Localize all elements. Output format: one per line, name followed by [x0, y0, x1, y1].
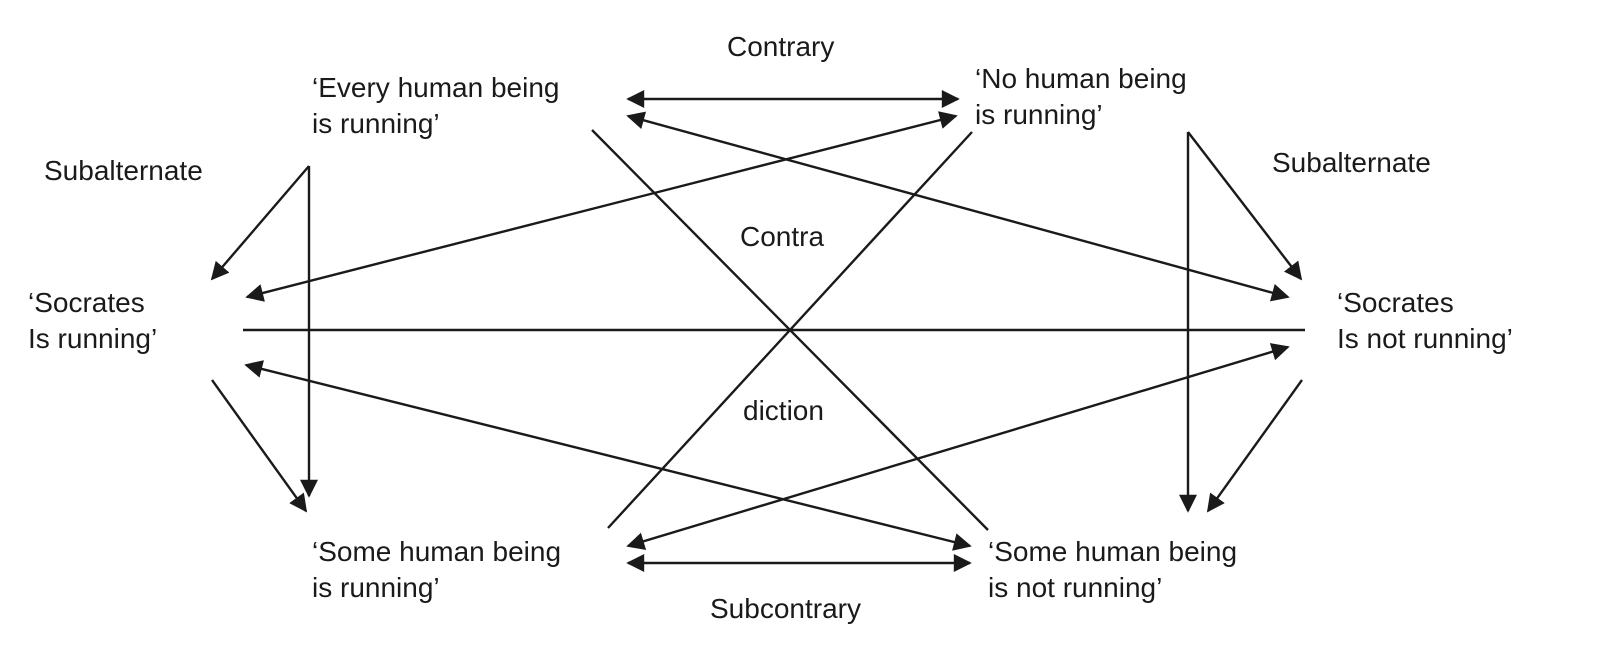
- subalternate-right-lower-arrow: [1206, 379, 1303, 513]
- proposition-some-not-running: ‘Some human being is not running’: [988, 536, 1237, 603]
- proposition-line: ‘Every human being: [312, 72, 559, 103]
- proposition-line: is running’: [975, 99, 1103, 130]
- subalternate-left-upper-arrow: [210, 165, 310, 281]
- proposition-line: is not running’: [988, 572, 1162, 603]
- proposition-no-running: ‘No human being is running’: [975, 63, 1187, 130]
- proposition-line: ‘Socrates: [1337, 287, 1454, 318]
- proposition-some-running: ‘Some human being is running’: [312, 536, 561, 603]
- relation-label-subcontrary: Subcontrary: [710, 593, 861, 624]
- subalternate-left-lower-arrow: [211, 379, 308, 513]
- relation-label-contradiction-part1: Contra: [740, 221, 824, 252]
- proposition-line: is running’: [312, 108, 440, 139]
- relation-label-contrary: Contrary: [727, 31, 834, 62]
- proposition-line: Is running’: [28, 323, 157, 354]
- socrates-not-to-some-arrow: [626, 343, 1290, 550]
- proposition-line: Is not running’: [1337, 323, 1513, 354]
- proposition-socrates-running: ‘Socrates Is running’: [28, 287, 157, 354]
- proposition-line: ‘Socrates: [28, 287, 145, 318]
- relation-label-subalternate-right: Subalternate: [1272, 147, 1431, 178]
- proposition-socrates-not-running: ‘Socrates Is not running’: [1337, 287, 1513, 354]
- proposition-every-running: ‘Every human being is running’: [312, 72, 559, 139]
- proposition-line: ‘Some human being: [312, 536, 561, 567]
- proposition-line: ‘Some human being: [988, 536, 1237, 567]
- relation-label-subalternate-left: Subalternate: [44, 155, 203, 186]
- subalternate-right-upper-arrow: [1187, 131, 1303, 281]
- socrates-to-some-not-arrow: [244, 360, 972, 551]
- proposition-line: is running’: [312, 572, 440, 603]
- proposition-line: ‘No human being: [975, 63, 1187, 94]
- relation-label-contradiction-part2: diction: [743, 395, 824, 426]
- no-to-socrates-arrow: [245, 111, 958, 302]
